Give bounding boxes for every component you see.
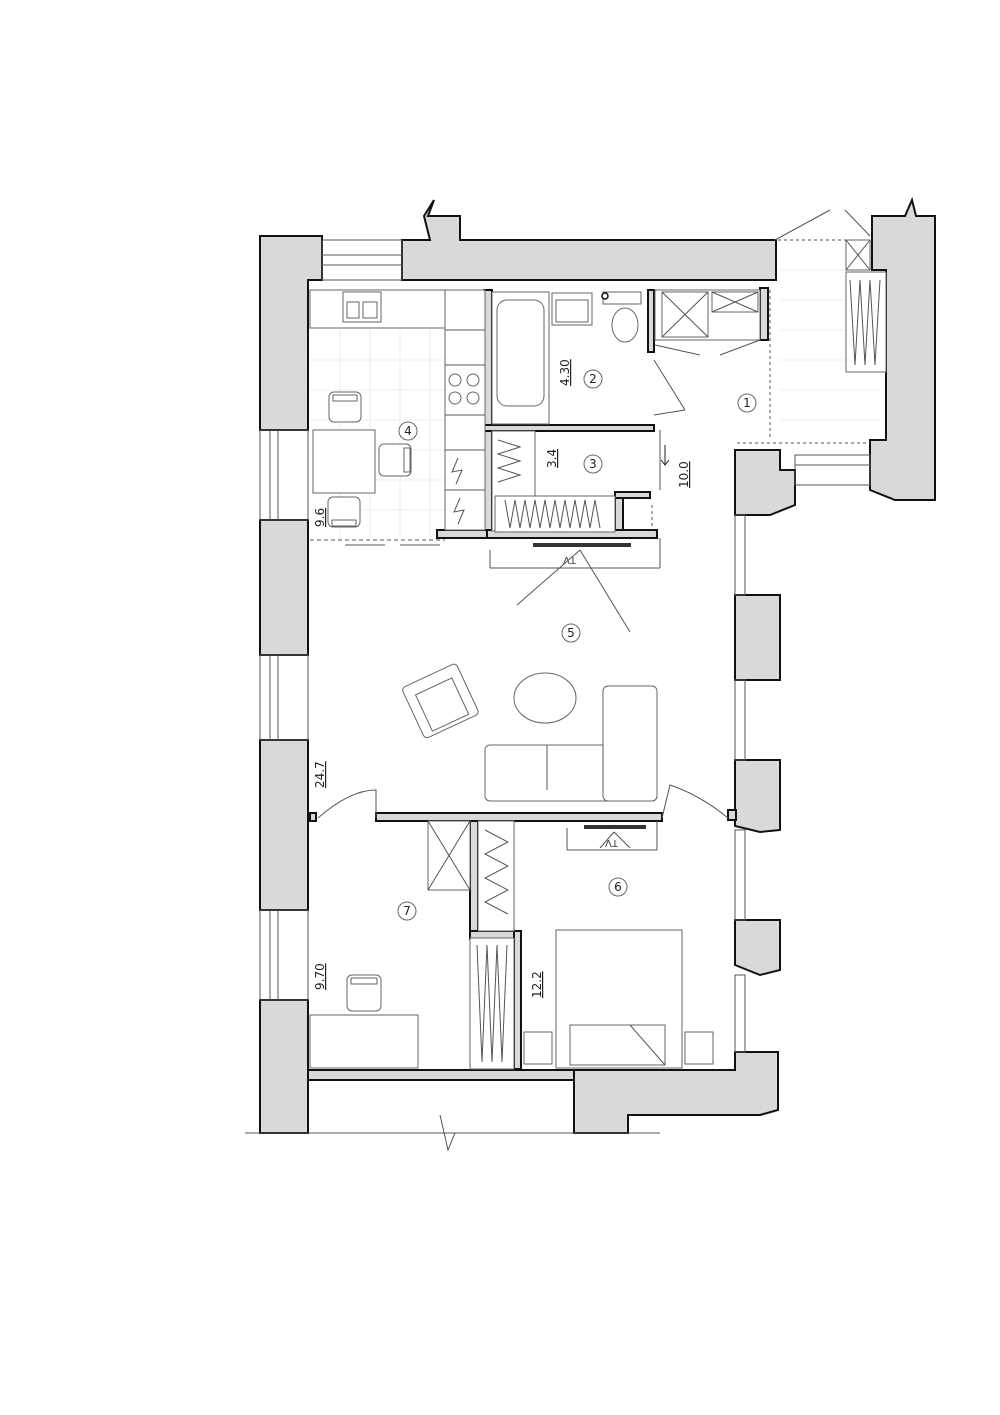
svg-text:1: 1 — [743, 396, 751, 410]
room-numbers: 1 2 3 4 5 6 7 — [397, 369, 757, 921]
bedroom — [477, 820, 714, 1069]
room-number-3: 3 — [583, 454, 603, 474]
study-room — [309, 820, 515, 1070]
toilet-icon — [602, 291, 642, 343]
nightstand — [523, 1031, 553, 1065]
chair-icon — [328, 391, 362, 423]
room-number-5: 5 — [561, 623, 581, 643]
svg-text:7: 7 — [403, 904, 411, 918]
area-label-room-3: 3.4 — [545, 449, 559, 468]
dining-table — [312, 429, 376, 494]
tv-icon — [584, 825, 646, 829]
chair-icon — [378, 443, 412, 477]
kitchen — [309, 289, 486, 546]
room-number-1: 1 — [737, 393, 757, 413]
tv-label-bedroom: TV — [605, 837, 619, 848]
area-label-room-4: 9.6 — [313, 508, 327, 527]
room-number-2: 2 — [583, 369, 603, 389]
room-number-6: 6 — [608, 877, 628, 897]
svg-text:4: 4 — [404, 424, 412, 438]
electric-icon — [451, 457, 463, 485]
bathroom — [491, 291, 686, 425]
kitchen-counter-side — [444, 289, 486, 531]
chair-icon — [346, 974, 382, 1012]
boundary-lines — [245, 209, 871, 1152]
svg-text:5: 5 — [567, 626, 575, 640]
area-label-room-7: 9.70 — [313, 963, 327, 990]
svg-text:2: 2 — [589, 372, 597, 386]
tv-icon — [533, 543, 631, 547]
coffee-table — [513, 672, 577, 724]
area-label-hall: 10.0 — [677, 461, 691, 488]
windows — [259, 239, 871, 1053]
wardrobe-room-3 — [491, 430, 653, 533]
chair-icon — [327, 496, 361, 528]
room-number-7: 7 — [397, 901, 417, 921]
cooktop-icon — [448, 373, 480, 405]
area-labels: 4.30 3.4 9.6 24.7 12.2 9.70 10.0 — [313, 359, 691, 998]
living-room — [317, 538, 729, 819]
svg-text:6: 6 — [614, 880, 622, 894]
svg-text:3: 3 — [589, 457, 597, 471]
room-number-4: 4 — [398, 421, 418, 441]
hallway — [654, 239, 887, 490]
area-label-room-2: 4.30 — [558, 359, 572, 386]
armchair-icon — [402, 663, 479, 739]
nightstand — [684, 1031, 714, 1065]
desk — [309, 1014, 419, 1069]
tv-label-living: TV — [563, 554, 577, 565]
sofa-icon — [484, 685, 658, 802]
area-label-room-5: 24.7 — [313, 761, 327, 788]
area-label-room-6: 12.2 — [530, 971, 544, 998]
